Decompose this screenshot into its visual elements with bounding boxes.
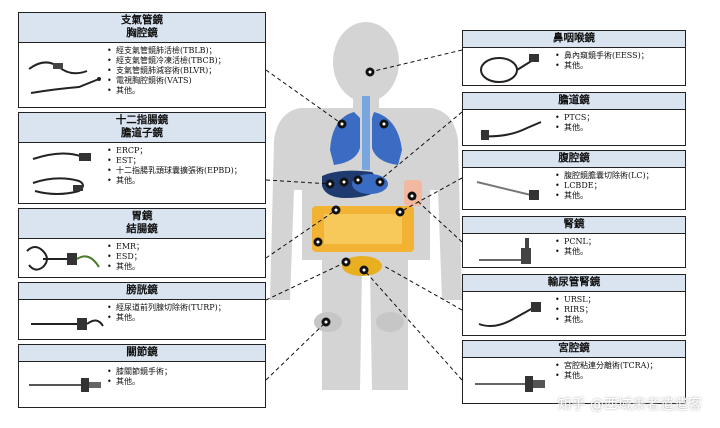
card-laparoscope: 腹腔鏡 腹腔鏡膽囊切除術(LC)； LCBDE； 其他。 (462, 150, 686, 210)
card-title: 關節鏡 (19, 345, 265, 362)
lungs (330, 96, 402, 170)
laparoscope-icon (476, 181, 539, 200)
cystoscope-icon (31, 318, 104, 330)
card-title: 十二指腸鏡 膽道子鏡 (19, 113, 265, 143)
gastroscope-icon (26, 246, 100, 271)
procedure-list: 宮腔粘連分離術(TCRA)； 其他。 (555, 361, 658, 381)
procedure-list: ERCP； EST； 十二指腸乳頭球囊擴張術(EPBD)； 其他。 (107, 146, 242, 186)
procedure-list: URSL； RIRS； 其他。 (555, 295, 596, 325)
procedure-list: 腹腔鏡膽囊切除術(LC)； LCBDE； 其他。 (555, 171, 654, 201)
ureteroscope-icon (478, 302, 541, 327)
card-title: 腎鏡 (463, 217, 685, 234)
card-duodenoscope: 十二指腸鏡 膽道子鏡 ERCP； EST； 十二指腸乳頭球囊擴張術(EPBD)；… (18, 112, 266, 204)
procedure-list: 膝關節鏡手術； 其他。 (107, 367, 172, 387)
procedure-list: 鼻內窺鏡手術(EESS)； 其他。 (555, 51, 649, 71)
card-title: 膀胱鏡 (19, 283, 265, 300)
connector-lines (265, 49, 463, 381)
card-choledochoscope: 膽道鏡 PTCS； 其他。 (462, 92, 686, 146)
procedure-list: PCNL； 其他。 (555, 237, 596, 257)
procedure-list: 經尿道前列腺切除術(TURP)； 其他。 (107, 303, 226, 323)
duodenoscope-icon (32, 152, 91, 195)
card-title: 胃鏡 結腸鏡 (19, 209, 265, 239)
card-gastroscope: 胃鏡 結腸鏡 EMR； ESD； 其他。 (18, 208, 266, 278)
bronchoscope-icon (28, 61, 101, 94)
watermark: 知乎 @西域来者遣遣客 (557, 397, 702, 413)
card-arthroscope: 關節鏡 膝關節鏡手術； 其他。 (18, 344, 266, 408)
procedure-list: PTCS； 其他。 (555, 113, 594, 133)
choledochoscope-icon (480, 121, 542, 140)
card-nephroscope: 腎鏡 PCNL； 其他。 (462, 216, 686, 268)
card-title: 輸尿管腎鏡 (463, 275, 685, 292)
card-bronchoscope: 支氣管鏡 胸腔鏡 經支氣管鏡肺活檢(TBLB)； 經支氣管鏡冷凍活檢(TBCB)… (18, 12, 266, 108)
card-title: 膽道鏡 (463, 93, 685, 110)
card-hysteroscope: 宮腔鏡 宮腔粘連分離術(TCRA)； 其他。 (462, 340, 686, 404)
hysteroscope-icon (475, 376, 545, 392)
procedure-list: EMR； ESD； 其他。 (107, 242, 144, 272)
target-markers (313, 67, 417, 327)
card-nasopharyngoscope: 鼻咽喉鏡 鼻內窺鏡手術(EESS)； 其他。 (462, 30, 686, 86)
nasopharyngoscope-icon (480, 54, 539, 83)
card-title: 鼻咽喉鏡 (463, 31, 685, 48)
card-cystoscope: 膀胱鏡 經尿道前列腺切除術(TURP)； 其他。 (18, 282, 266, 340)
procedure-list: 經支氣管鏡肺活檢(TBLB)； 經支氣管鏡冷凍活檢(TBCB)； 支氣管鏡肺減容… (107, 46, 226, 96)
card-title: 宮腔鏡 (463, 341, 685, 358)
card-ureteroscope: 輸尿管腎鏡 URSL； RIRS； 其他。 (462, 274, 686, 336)
card-title: 腹腔鏡 (463, 151, 685, 168)
arthroscope-icon (29, 378, 101, 392)
card-title: 支氣管鏡 胸腔鏡 (19, 13, 265, 43)
nephroscope-icon (479, 238, 531, 264)
